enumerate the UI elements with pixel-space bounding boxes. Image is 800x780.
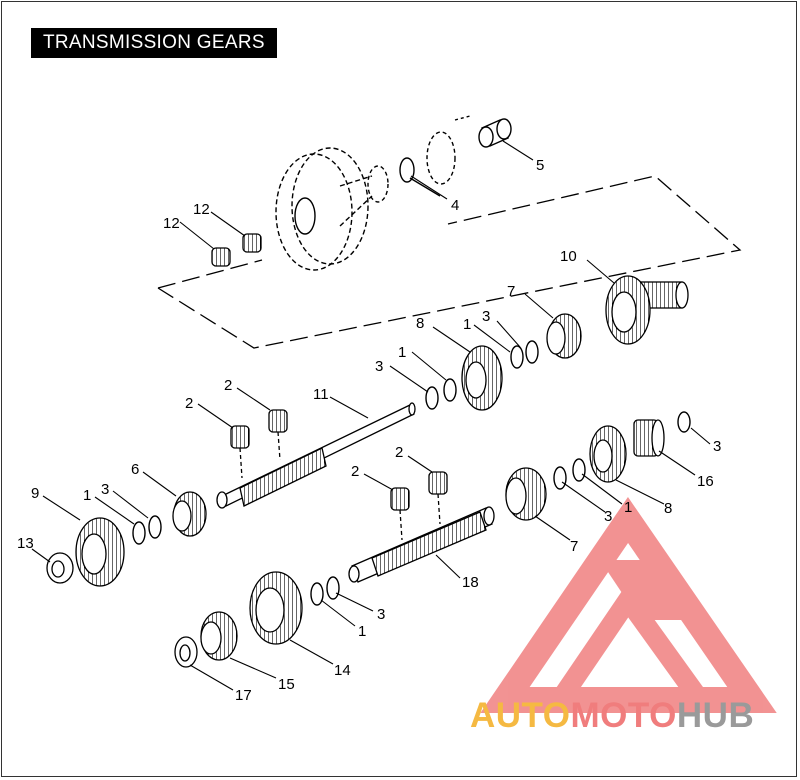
dashed-assembly-outline xyxy=(157,175,742,349)
watermark-text: AUTOMOTOHUB xyxy=(470,696,754,736)
callout-10: 10 xyxy=(560,248,577,265)
callout-numbers: 5 4 12 12 10 7 3 1 8 1 3 11 2 2 6 3 1 9 … xyxy=(17,157,721,704)
clutch-gear-dashed xyxy=(275,147,373,271)
callout-1: 1 xyxy=(358,623,366,640)
washers-lower-mid xyxy=(310,576,340,606)
washer-far-right xyxy=(677,411,691,433)
gear-part-8-upper xyxy=(461,345,503,411)
callout-2: 2 xyxy=(351,463,359,480)
gear-part-9 xyxy=(75,517,125,587)
watermark-logo-icon xyxy=(480,497,777,713)
callout-12: 12 xyxy=(163,215,180,232)
output-gear-part-10 xyxy=(605,275,689,345)
callout-1: 1 xyxy=(624,499,632,516)
callout-14: 14 xyxy=(334,662,351,679)
gear-part-7-lower xyxy=(505,467,547,521)
callout-15: 15 xyxy=(278,676,295,693)
callout-7: 7 xyxy=(570,538,578,555)
callout-3: 3 xyxy=(482,308,490,325)
gear-part-7-upper xyxy=(546,313,582,359)
callout-2: 2 xyxy=(224,377,232,394)
callout-11: 11 xyxy=(313,386,329,403)
leader-lines xyxy=(31,140,711,691)
callout-8: 8 xyxy=(664,500,672,517)
callout-4: 4 xyxy=(451,197,459,214)
callout-1: 1 xyxy=(463,316,471,333)
callout-17: 17 xyxy=(235,687,252,704)
gear-part-15 xyxy=(200,611,238,661)
gear-part-16 xyxy=(633,419,665,457)
countershaft-part-18 xyxy=(348,506,495,583)
callout-1: 1 xyxy=(398,344,406,361)
page-title: TRANSMISSION GEARS xyxy=(31,28,277,58)
callout-12: 12 xyxy=(193,201,210,218)
callout-3: 3 xyxy=(375,358,383,375)
needle-bearing-part-2-lower xyxy=(390,471,448,541)
callout-6: 6 xyxy=(131,461,139,478)
callout-3: 3 xyxy=(377,606,385,623)
callout-1: 1 xyxy=(83,487,91,504)
washers-right-mid xyxy=(553,458,586,490)
gear-part-6 xyxy=(172,491,207,537)
callout-8: 8 xyxy=(416,315,424,332)
seal-part-17 xyxy=(174,636,198,668)
callout-18: 18 xyxy=(462,574,479,591)
callout-3: 3 xyxy=(713,438,721,455)
callout-5: 5 xyxy=(536,157,544,174)
bushing-part-5 xyxy=(478,118,512,148)
callout-3: 3 xyxy=(101,481,109,498)
watermark-text-moto: MOTO xyxy=(570,696,677,735)
callout-3: 3 xyxy=(604,508,612,525)
callout-7: 7 xyxy=(507,283,515,300)
main-shaft-part-11 xyxy=(216,402,416,509)
callout-9: 9 xyxy=(31,485,39,502)
needle-bearing-part-12 xyxy=(211,233,262,267)
needle-bearing-part-2-upper xyxy=(230,409,288,479)
callout-2: 2 xyxy=(395,444,403,461)
gear-part-14 xyxy=(249,571,303,645)
seal-part-13 xyxy=(46,552,74,584)
callout-13: 13 xyxy=(17,535,34,552)
watermark-text-hub: HUB xyxy=(676,696,755,735)
gear-part-8-lower xyxy=(589,425,627,483)
snap-ring-part-4 xyxy=(367,115,471,203)
watermark-text-auto: AUTO xyxy=(470,696,571,735)
callout-2: 2 xyxy=(185,395,193,412)
washers-upper xyxy=(425,340,539,410)
washers-left xyxy=(132,515,162,545)
callout-16: 16 xyxy=(697,473,714,490)
